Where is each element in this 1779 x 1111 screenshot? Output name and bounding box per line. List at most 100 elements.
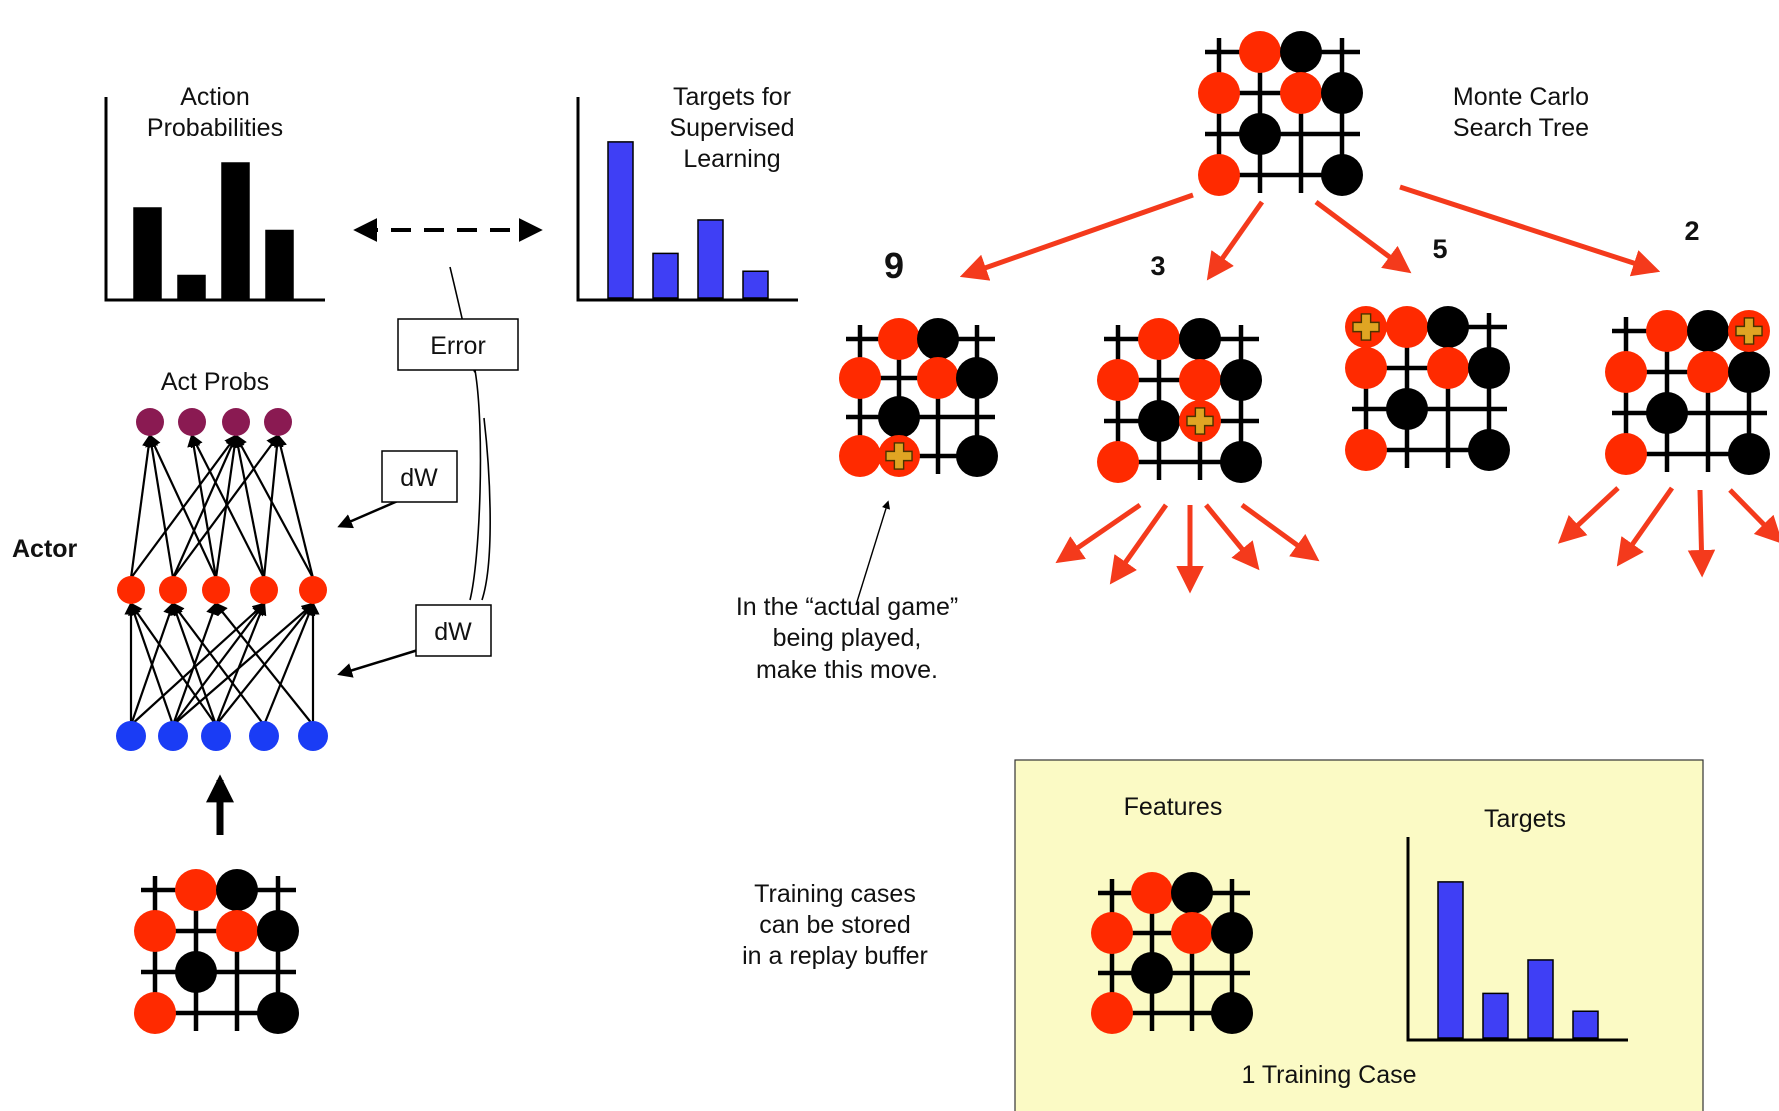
- training-case-targets-bar-1: [1437, 881, 1464, 1039]
- black-stone: [1646, 392, 1688, 434]
- hidden-output-edge-1: [129, 433, 156, 579]
- red-stone: [1131, 872, 1173, 914]
- tree-arrow-5: [1055, 502, 1142, 564]
- supervised-targets-bar-2: [652, 252, 679, 299]
- replay-note-2: can be stored: [759, 911, 911, 939]
- red-stone: [1345, 347, 1387, 389]
- plus-icon: [1352, 313, 1380, 341]
- move-pointer-arrow: [855, 500, 891, 606]
- input-hidden-edge-11: [262, 601, 316, 726]
- hidden-output-edge-9: [274, 433, 315, 579]
- action-probabilities-title-2: Probabilities: [147, 114, 283, 142]
- replay-note-3: in a replay buffer: [742, 942, 928, 970]
- error-curve-2: [481, 417, 491, 601]
- mcts-title-1: Monte Carlo: [1453, 83, 1589, 111]
- targets-axes: [576, 97, 798, 302]
- input-hidden-edge-7: [170, 601, 218, 726]
- input-node-5: [298, 721, 328, 751]
- red-stone: [1171, 912, 1213, 954]
- black-stone: [1687, 310, 1729, 352]
- new-move-plus-icon: [878, 435, 920, 477]
- targets-title-1: Targets for: [673, 83, 791, 111]
- black-stone: [1220, 359, 1262, 401]
- red-stone: [134, 992, 176, 1034]
- black-stone: [956, 357, 998, 399]
- black-stone: [257, 910, 299, 952]
- dw-box-1: [381, 450, 458, 503]
- input-hidden-edge-12: [214, 601, 314, 726]
- supervised-targets-bar-4: [742, 270, 769, 299]
- child-board-3: [1345, 306, 1510, 471]
- red-stone: [1198, 154, 1240, 196]
- hidden-node-4: [250, 576, 278, 604]
- training-case-targets-bar-4: [1572, 1010, 1599, 1039]
- dw-label-1: dW: [400, 464, 438, 492]
- hidden-output-edge-11: [148, 433, 217, 579]
- actor-label: Actor: [12, 535, 78, 563]
- black-stone: [175, 951, 217, 993]
- action-probabilities-bar-3: [221, 162, 250, 299]
- black-stone: [956, 435, 998, 477]
- input-hidden-edge-14: [129, 601, 217, 726]
- move-note-1: In the “actual game”: [736, 593, 958, 621]
- input-node-3: [201, 721, 231, 751]
- error-curve: [449, 266, 482, 601]
- black-stone: [1211, 912, 1253, 954]
- black-stone: [1728, 433, 1770, 475]
- input-hidden-edge-6: [172, 602, 315, 726]
- go-boards: [134, 31, 1770, 1034]
- hidden-output-edge-3: [145, 433, 175, 579]
- tree-arrow-13: [1728, 488, 1779, 544]
- black-stone: [1280, 31, 1322, 73]
- red-stone: [1386, 306, 1428, 348]
- supervised-targets-bar-3: [697, 219, 724, 299]
- black-stone: [1179, 318, 1221, 360]
- action-probabilities-bar-4: [265, 229, 294, 299]
- black-stone: [1427, 306, 1469, 348]
- tree-arrow-9: [1240, 502, 1320, 562]
- output-node-2: [178, 408, 206, 436]
- tree-arrow-8: [1204, 503, 1260, 571]
- replay-note-1: Training cases: [754, 880, 916, 908]
- tree-arrow-11: [1616, 486, 1675, 567]
- tree-arrow-12: [1687, 489, 1716, 578]
- black-stone: [1239, 113, 1281, 155]
- red-stone: [1280, 72, 1322, 114]
- hidden-output-edge-13: [231, 433, 266, 579]
- output-node-3: [222, 408, 250, 436]
- black-stone: [1321, 72, 1363, 114]
- hidden-node-1: [117, 576, 145, 604]
- output-node-4: [264, 408, 292, 436]
- tree-arrow-2: [1206, 200, 1265, 281]
- dw-arrow-1: [337, 498, 401, 529]
- targets-label: Targets: [1484, 805, 1566, 833]
- feature-board: [1091, 872, 1253, 1034]
- dw-box-2: [415, 604, 492, 657]
- child-board-4: [1605, 310, 1770, 475]
- red-stone: [1097, 359, 1139, 401]
- black-stone: [1321, 154, 1363, 196]
- hidden-output-edge-6: [214, 433, 242, 579]
- tree-arrow-10: [1557, 486, 1620, 544]
- red-stone: [1097, 441, 1139, 483]
- new-move-plus-icon: [1179, 400, 1221, 442]
- visit-count-3: 5: [1432, 234, 1447, 264]
- mcts-title-2: Search Tree: [1453, 114, 1589, 142]
- act-probs-label: Act Probs: [161, 368, 269, 396]
- training-case-label: 1 Training Case: [1241, 1061, 1416, 1089]
- error-label: Error: [430, 332, 486, 360]
- red-stone: [134, 910, 176, 952]
- red-stone: [175, 869, 217, 911]
- red-stone: [1427, 347, 1469, 389]
- plus-icon: [1186, 407, 1214, 435]
- dw-label-2: dW: [434, 618, 472, 646]
- action-probabilities-title-1: Action: [180, 83, 249, 111]
- supervised-targets-bar-1: [607, 141, 634, 299]
- red-stone: [1687, 351, 1729, 393]
- plus-icon: [1735, 317, 1763, 345]
- new-move-plus-icon: [1345, 306, 1387, 348]
- child-board-1: [839, 318, 998, 477]
- hidden-output-edge-7: [190, 433, 265, 579]
